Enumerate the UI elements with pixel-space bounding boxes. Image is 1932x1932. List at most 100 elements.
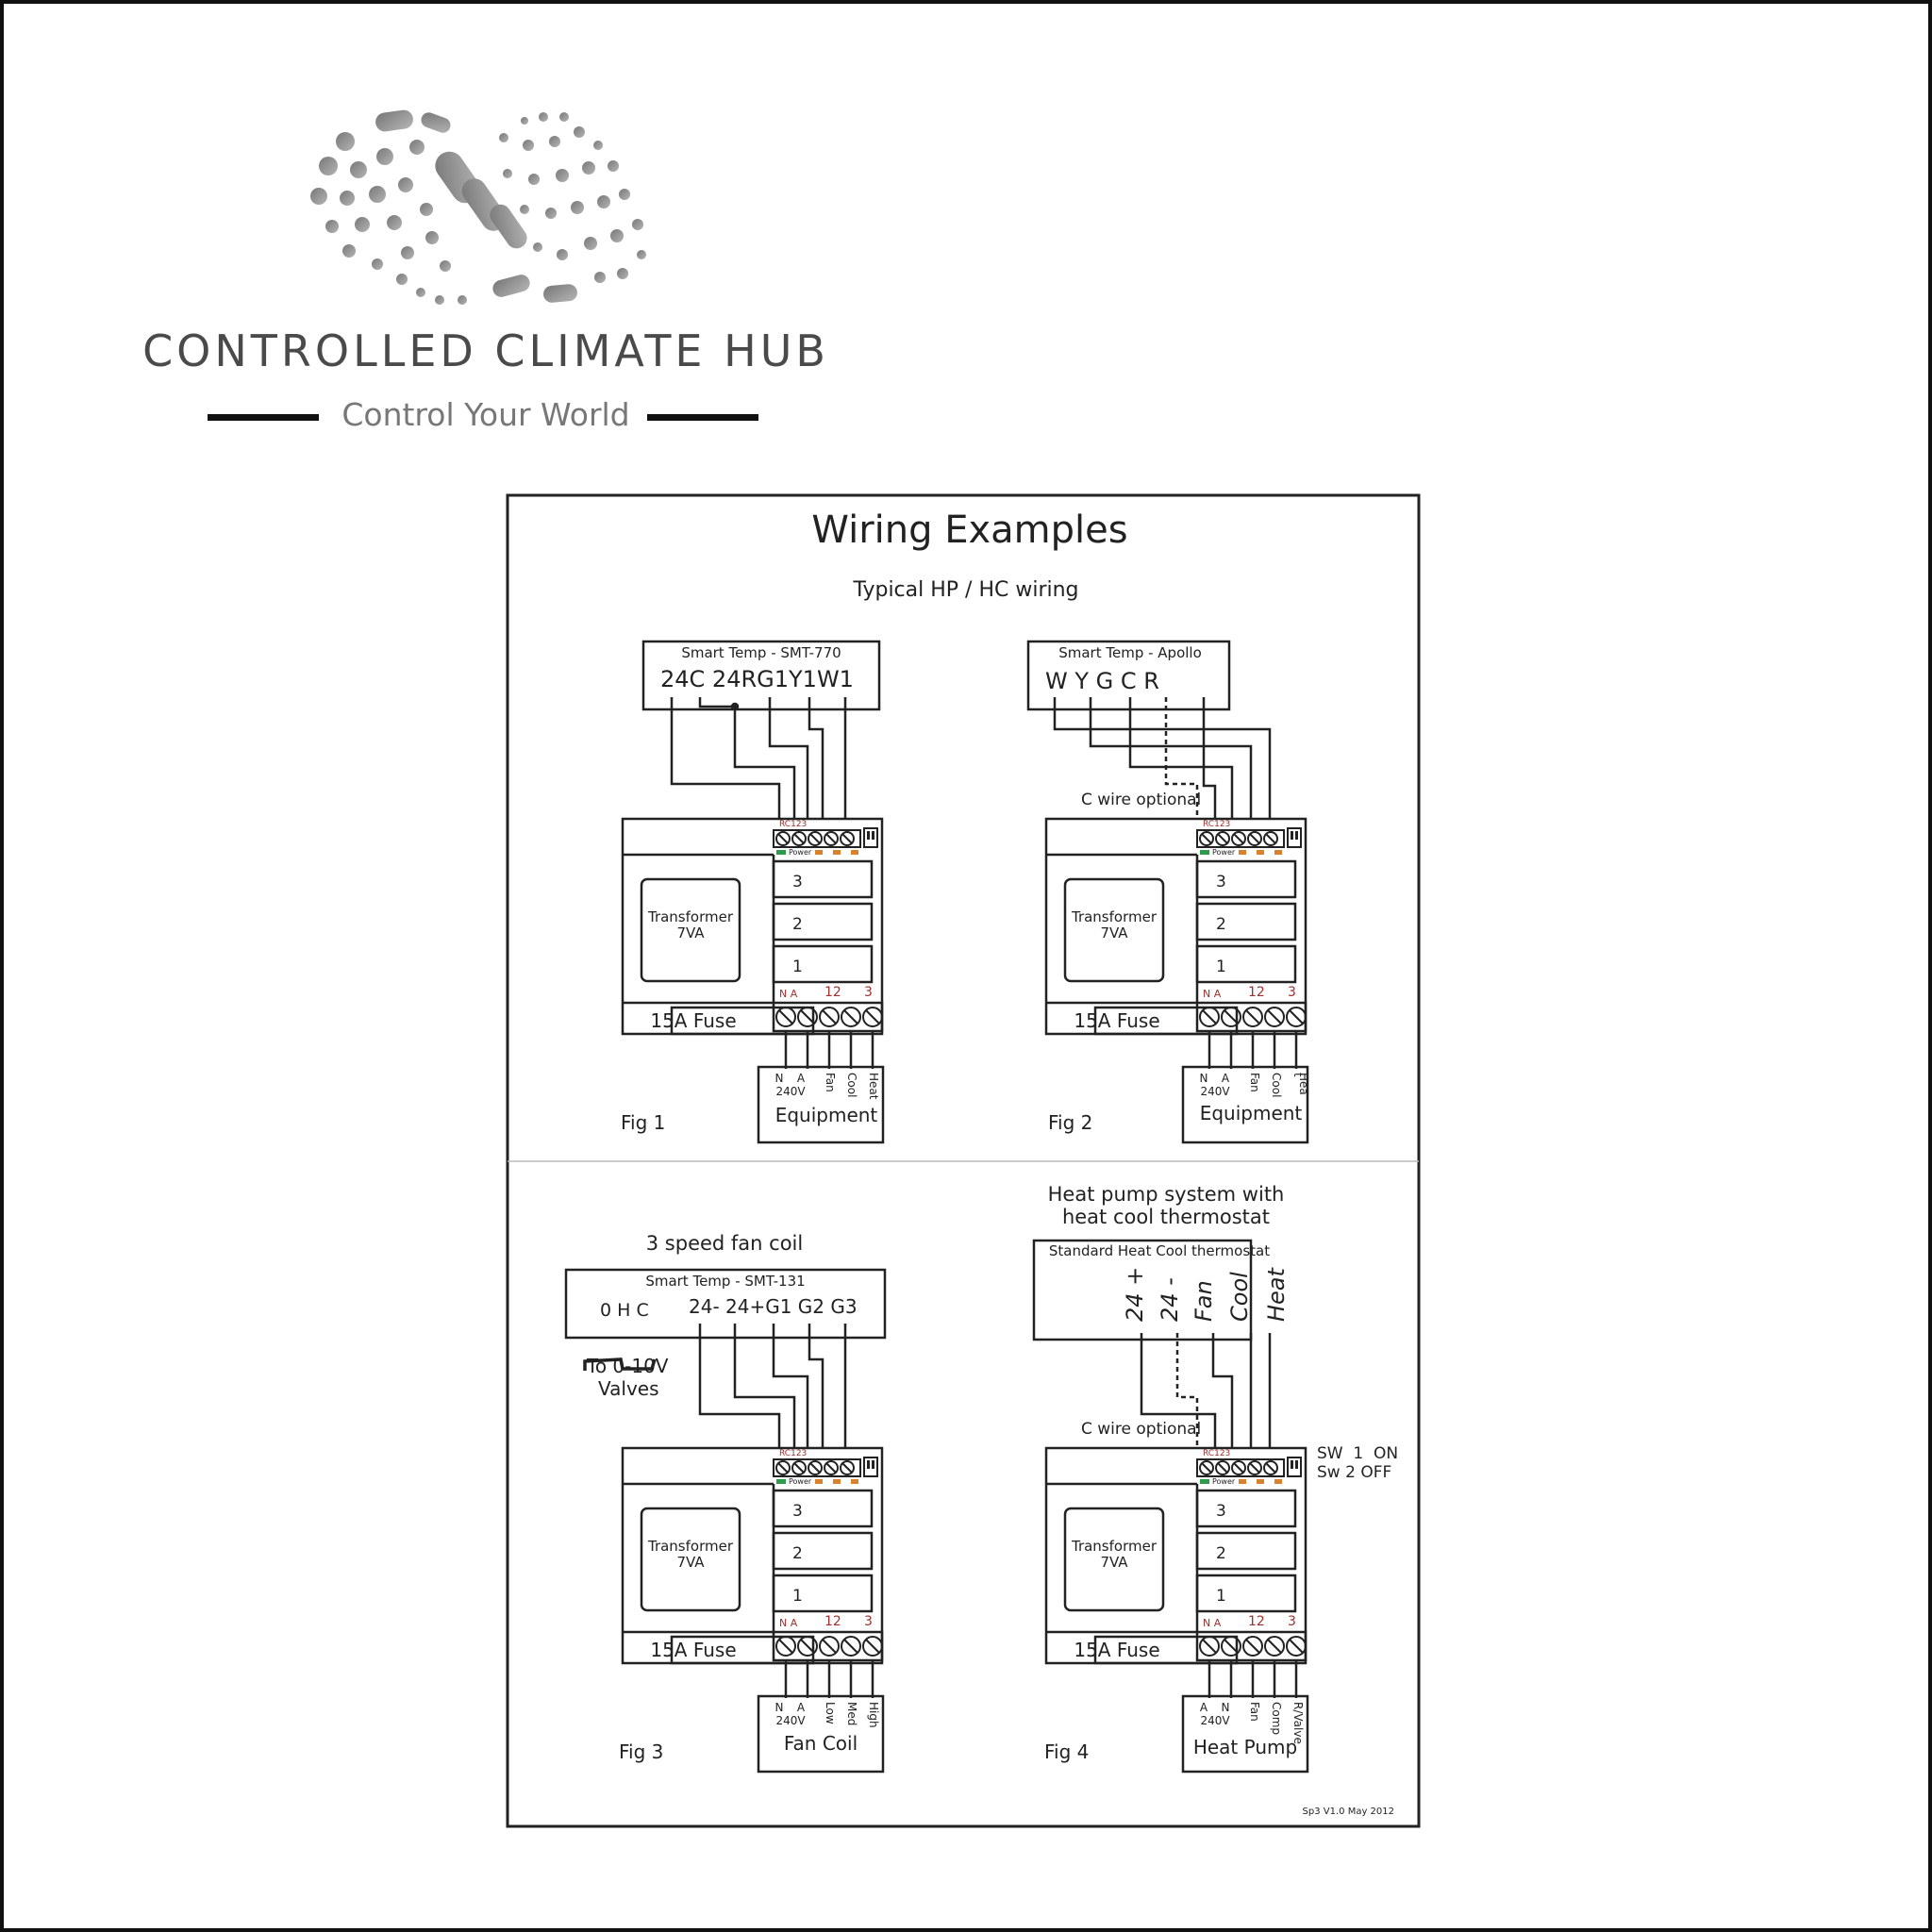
diagram-footer: Sp3 V1.0 May 2012 [1303,1807,1394,1817]
fig4-switch-1: SW 1 ON [1317,1444,1398,1463]
bottom-3-label: 3 [1288,1614,1296,1629]
fig4-heading-2: heat cool thermostat [1062,1206,1270,1228]
equipment-terminal-label: A [1200,1701,1208,1714]
bottom-na-label: N A [779,988,798,1000]
relay-2-label: 2 [792,915,803,934]
relay-1-label: 1 [1216,958,1226,976]
fig4-equipment-label: Heat Pump [1193,1736,1297,1758]
fuse-label: 15A Fuse [1074,1009,1159,1032]
equipment-terminal-label: Cool [845,1073,858,1097]
equipment-terminal-label: N [1200,1072,1208,1085]
bottom-3-label: 3 [864,985,873,1000]
fig3-thermostat-model: Smart Temp - SMT-131 [645,1273,805,1290]
fig4-t-fan: Fan [1191,1280,1217,1322]
fig4-wires [1140,1333,1272,1448]
fig2-note: C wire optional [1081,791,1201,809]
fig1-thermostat-model: Smart Temp - SMT-770 [681,644,841,661]
fuse-label: 15A Fuse [650,1639,736,1661]
top-terminals-label: RC123 [1203,820,1230,829]
bottom-12-label: 12 [824,985,841,1000]
fig4-t-24p: 24 + [1122,1267,1148,1322]
bottom-12-label: 12 [824,1614,841,1629]
relay-2-label: 2 [1216,915,1226,934]
fig1-equip-wires [784,1031,874,1069]
equipment-terminal-label: N [1222,1701,1230,1714]
equipment-terminal-label: Fan [824,1073,837,1092]
fig4-t-cool: Cool [1226,1272,1253,1322]
relay-3-label: 3 [1216,873,1226,891]
equipment-terminal-label: Low [824,1702,837,1724]
transformer-rating: 7VA [1100,1554,1128,1571]
equipment-terminal-label: Med [845,1702,858,1725]
equipment-terminal-label: N [775,1701,784,1714]
relay-1-label: 1 [792,1587,803,1606]
fig1-thermostat-terminals: 24C 24RG1Y1W1 [660,666,854,692]
equipment-terminal-label: Heat [867,1073,880,1100]
fig4-equip-wires [1208,1660,1298,1698]
brand-name: CONTROLLED CLIMATE HUB [142,325,829,376]
equipment-terminal-label: R/Valve [1291,1702,1305,1744]
relay-3-label: 3 [792,873,803,891]
equipment-terminal-label: t [1291,1073,1305,1077]
fig3-equipment-label: Fan Coil [784,1732,858,1755]
transformer-label: Transformer [647,1538,734,1555]
power-label: Power [1212,848,1236,857]
tagline: Control Your World [208,396,764,438]
fig3-label: Fig 3 [619,1740,663,1763]
fig3-terminals-right: 24- 24+G1 G2 G3 [689,1295,858,1318]
fig3-wires [583,1324,847,1448]
relay-3-label: 3 [792,1502,803,1521]
fig2-thermostat-model: Smart Temp - Apollo [1058,644,1202,661]
top-terminals-label: RC123 [779,820,807,829]
equipment-terminal-label: Cool [1270,1073,1283,1097]
equipment-terminal-label: High [867,1702,880,1728]
fig4-equipment-terminals: A N Fan Comp R/Valve 240V [1200,1701,1305,1744]
bottom-3-label: 3 [864,1614,873,1629]
equipment-terminal-label: Hea [1297,1073,1310,1095]
fig4-t-24m: 24 - [1157,1277,1183,1322]
tagline-right-rule [647,414,758,421]
equipment-terminal-label: A [1222,1072,1230,1085]
fig2-wires [1053,697,1272,819]
equipment-240v-label: 240V [1200,1085,1230,1098]
fig3-heading: 3 speed fan coil [646,1232,803,1255]
bottom-na-label: N A [779,1617,798,1629]
equipment-terminal-label: A [797,1072,806,1085]
equipment-terminal-label: A [797,1701,806,1714]
transformer-rating: 7VA [676,924,705,941]
bottom-12-label: 12 [1248,1614,1265,1629]
transformer-label: Transformer [647,908,734,925]
power-label: Power [789,848,812,857]
fig4-group: Heat pump system with heat cool thermost… [1032,1183,1398,1774]
equipment-240v-label: 240V [1200,1714,1230,1727]
relay-1-label: 1 [792,958,803,976]
fig1-wires [670,697,847,819]
fig4-thermostat-model: Standard Heat Cool thermostat [1049,1242,1270,1259]
equipment-terminal-label: Fan [1248,1073,1261,1092]
top-terminals-label: RC123 [1203,1449,1230,1458]
tagline-left-rule [208,414,319,421]
fig3-group: 3 speed fan coil Smart Temp - SMT-131 0 … [564,1232,887,1774]
bottom-na-label: N A [1203,1617,1222,1629]
fig2-thermostat-terminals: W Y G C R [1045,668,1159,694]
fig3-equip-wires [784,1660,874,1698]
equipment-terminal-label: N [775,1072,784,1085]
fig1-thermostat-box [641,640,881,711]
relay-2-label: 2 [792,1544,803,1563]
equipment-terminal-label: Fan [1248,1702,1261,1722]
fig3-valves-note-1: To 0-10V [586,1355,669,1377]
fig3-thermostat-box [564,1268,887,1340]
fuse-label: 15A Fuse [650,1009,736,1032]
equipment-terminal-label: Comp [1270,1702,1283,1735]
fig3-valves-note-2: Valves [598,1377,659,1400]
relay-2-label: 2 [1216,1544,1226,1563]
power-label: Power [1212,1477,1236,1486]
equipment-240v-label: 240V [775,1714,806,1727]
